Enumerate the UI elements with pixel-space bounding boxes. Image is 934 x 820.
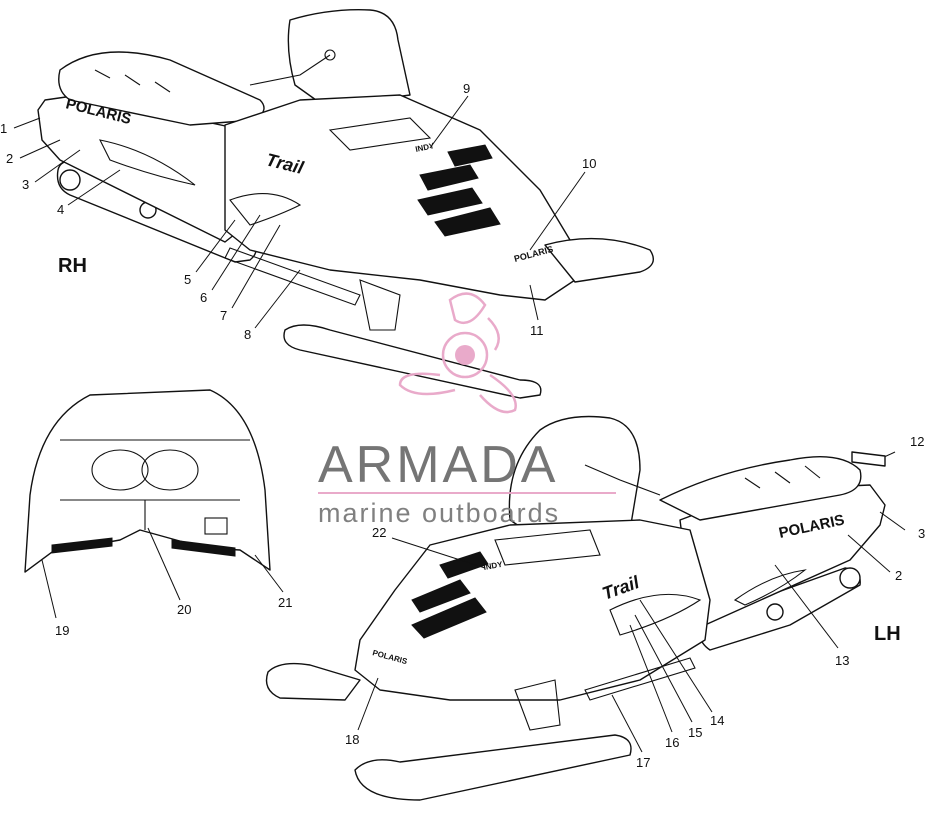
callout-6: 6 [200, 290, 207, 305]
rh-seat-ribs [94, 69, 171, 93]
lh-track-wheel-rear [839, 567, 861, 589]
lh-ski-front [265, 662, 361, 701]
decal-12-strip [851, 451, 886, 467]
lh-dash [494, 529, 601, 566]
rh-rear-graphic [99, 139, 196, 186]
rh-vent-4 [447, 144, 493, 167]
callout-17: 17 [636, 755, 650, 770]
dash-stripe-left [51, 537, 113, 554]
rh-ski-front [544, 237, 654, 283]
rh-windshield [287, 9, 411, 111]
rh-ski [283, 324, 542, 399]
rh-handlebar-end [324, 49, 336, 61]
snowmobile-lh: POLARIS Trail POLARIS INDY [265, 415, 886, 801]
lh-handlebar [584, 464, 661, 496]
callout-13: 13 [835, 653, 849, 668]
rh-vent-2 [417, 187, 483, 216]
rh-seat [58, 51, 265, 126]
lh-indy-decal: INDY [483, 560, 504, 572]
gauge-left [91, 449, 149, 491]
callout-7: 7 [220, 308, 227, 323]
lh-rear-graphic [733, 569, 807, 606]
rh-dash [328, 117, 432, 151]
rh-side-graphic [229, 193, 302, 226]
lh-hood [354, 519, 711, 701]
lh-seat [659, 455, 862, 521]
rh-indy-decal: INDY [415, 141, 436, 154]
dash-outline [24, 389, 271, 573]
callout-9: 9 [463, 81, 470, 96]
callout-5: 5 [184, 272, 191, 287]
rh-track-wheel-rear [59, 169, 81, 191]
rh-side-label: RH [58, 255, 87, 277]
callout-14: 14 [710, 713, 724, 728]
rh-hood [224, 94, 576, 301]
dash-decal-box [204, 517, 228, 535]
callouts: 1 2 3 4 5 6 7 8 9 10 11 12 3 2 13 14 15 … [0, 81, 925, 770]
callout-1: 1 [0, 121, 7, 136]
callout-16: 16 [665, 735, 679, 750]
rh-vent-3 [434, 207, 501, 237]
dash-panel [24, 389, 271, 573]
lh-vent-2 [411, 597, 487, 639]
callout-22: 22 [372, 525, 386, 540]
lh-side-graphic [609, 593, 702, 636]
callout-10: 10 [582, 156, 596, 171]
watermark-title: ARMADA [318, 436, 558, 494]
rh-handlebar [249, 54, 331, 86]
rh-front-suspension [359, 279, 401, 331]
watermark: ARMADA marine outboards [318, 292, 616, 528]
lh-vent-1 [411, 579, 471, 613]
callout-20: 20 [177, 602, 191, 617]
watermark-logo-core [455, 345, 475, 365]
rh-vent-1 [419, 164, 479, 191]
gauge-right [141, 449, 199, 491]
callout-4: 4 [57, 202, 64, 217]
callout-15: 15 [688, 725, 702, 740]
rh-lower-stripe [224, 247, 361, 306]
callout-18: 18 [345, 732, 359, 747]
watermark-subtitle: marine outboards [318, 498, 560, 528]
callout-3-lh: 3 [918, 526, 925, 541]
watermark-logo-icon [398, 292, 517, 414]
watermark-divider [318, 492, 616, 494]
dash-stripe-right [171, 539, 236, 557]
callout-12: 12 [910, 434, 924, 449]
callout-3: 3 [22, 177, 29, 192]
lh-front-suspension [514, 679, 561, 731]
callout-11: 11 [530, 323, 544, 338]
callout-21: 21 [278, 595, 292, 610]
callout-8: 8 [244, 327, 251, 342]
snowmobile-rh: POLARIS Trail POLARIS INDY [37, 9, 654, 399]
lh-lower-stripe [584, 657, 696, 701]
callout-19: 19 [55, 623, 69, 638]
lh-seat-ribs [744, 465, 821, 489]
lh-vent-3 [439, 551, 489, 579]
callout-2-lh: 2 [895, 568, 902, 583]
lh-side-label: LH [874, 623, 901, 645]
lh-track-wheel-mid [766, 603, 784, 621]
lh-ski [354, 734, 632, 801]
callout-2: 2 [6, 151, 13, 166]
